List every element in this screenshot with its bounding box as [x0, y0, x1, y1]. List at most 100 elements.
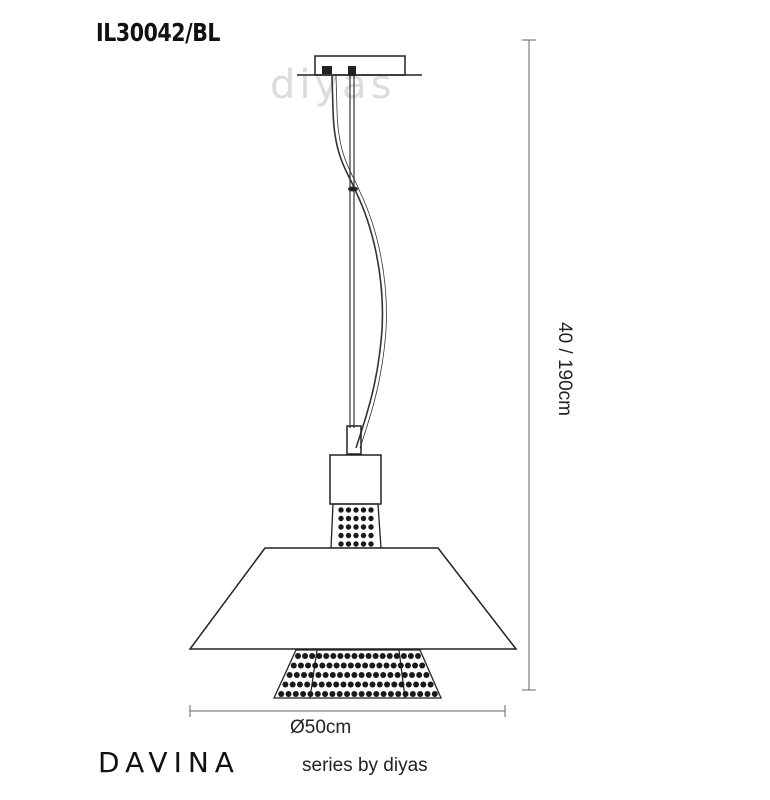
crystal-bead [387, 691, 394, 697]
crystal-bead [360, 541, 367, 547]
crystal-bead [431, 691, 438, 697]
crystal-bead [353, 524, 359, 530]
crystal-bead [312, 662, 319, 669]
crystal-bead [417, 691, 424, 697]
crystal-bead [351, 691, 358, 697]
crystal-bead [322, 672, 329, 678]
crystal-bead [337, 672, 343, 678]
crystal-bead [282, 681, 289, 688]
crystal-bead [351, 653, 358, 659]
crystal-bead [338, 507, 344, 513]
crystal-bead [345, 541, 352, 547]
crystal-bead [300, 691, 307, 697]
crystal-bead [427, 681, 434, 688]
crystal-bead [368, 541, 374, 547]
product-name: DAVINA [98, 746, 240, 779]
power-cord-edge [335, 75, 387, 449]
crystal-bead [362, 681, 369, 688]
crystal-bead [391, 681, 398, 688]
crystal-bead [330, 653, 337, 659]
crystal-bead [329, 691, 336, 697]
crystal-bead [345, 532, 352, 539]
crystal-bead [336, 691, 343, 697]
crystal-bead [345, 507, 352, 513]
crystal-bead [337, 653, 344, 659]
crystal-bead [383, 662, 390, 669]
crystal-bead [345, 524, 352, 530]
crystal-bead [311, 681, 318, 688]
crystal-bead [353, 507, 359, 513]
power-cord [331, 75, 384, 449]
crystal-bead [362, 662, 369, 669]
crystal-bead [296, 681, 303, 688]
crystal-bead [368, 524, 374, 530]
crystal-bead [380, 691, 387, 697]
crystal-bead [424, 691, 431, 697]
crystal-bead [301, 672, 307, 678]
crystal-bead [286, 672, 293, 678]
crystal-bead [423, 672, 430, 678]
crystal-bead [278, 691, 285, 697]
crystal-bead [333, 681, 340, 688]
cord-clip [348, 186, 358, 192]
crystal-bead [395, 691, 402, 697]
crystal-bead [304, 681, 311, 688]
crystal-bead [401, 672, 408, 678]
crystal-bead [355, 681, 361, 688]
crystal-bead [360, 532, 367, 539]
crystal-bead [419, 662, 426, 669]
crystal-bead [347, 681, 354, 688]
crystal-bead [307, 691, 314, 697]
crystal-bead [289, 681, 296, 688]
crystal-bead [344, 672, 351, 678]
crystal-bead [373, 691, 380, 697]
crystal-bead [293, 672, 300, 678]
crystal-bead [318, 681, 325, 688]
crystal-bead [376, 662, 383, 669]
crystal-bead [360, 524, 367, 530]
crystal-bead [400, 653, 407, 659]
crystal-bead [333, 662, 340, 669]
crystal-bead [376, 681, 383, 688]
crystal-bead [387, 672, 394, 678]
cable-grip [348, 66, 356, 76]
crystal-bead [409, 691, 416, 697]
crystal-bead [409, 672, 415, 678]
crystal-bead [405, 681, 412, 688]
crystal-bead [365, 653, 372, 659]
crystal-bead [355, 662, 361, 669]
crystal-bead [365, 691, 372, 697]
crystal-bead [322, 691, 329, 697]
upper-crystal-beads [338, 507, 374, 547]
crystal-bead [323, 653, 330, 659]
crystal-bead [305, 662, 312, 669]
crystal-bead [290, 662, 297, 669]
crystal-bead [390, 662, 397, 669]
crystal-bead [373, 672, 379, 678]
crystal-bead [398, 681, 405, 688]
crystal-bead [358, 672, 365, 678]
crystal-bead [369, 662, 376, 669]
lamp-holder [329, 454, 382, 505]
crystal-bead [416, 672, 423, 678]
crystal-bead [365, 672, 372, 678]
crystal-bead [316, 653, 323, 659]
crystal-bead [292, 691, 299, 697]
crystal-bead [368, 507, 374, 513]
crystal-bead [386, 653, 393, 659]
crystal-bead [384, 681, 391, 688]
crystal-bead [353, 541, 359, 547]
crystal-bead [309, 653, 316, 659]
crystal-bead [295, 653, 301, 659]
width-dimension-label: Ø50cm [290, 717, 352, 738]
cord-grip-sleeve [346, 425, 362, 455]
crystal-bead [347, 662, 354, 669]
crystal-bead [407, 653, 414, 659]
crystal-bead [372, 653, 379, 659]
crystal-bead [302, 653, 309, 659]
crystal-bead [297, 662, 304, 669]
crystal-bead [353, 515, 359, 522]
crystal-bead [319, 662, 326, 669]
